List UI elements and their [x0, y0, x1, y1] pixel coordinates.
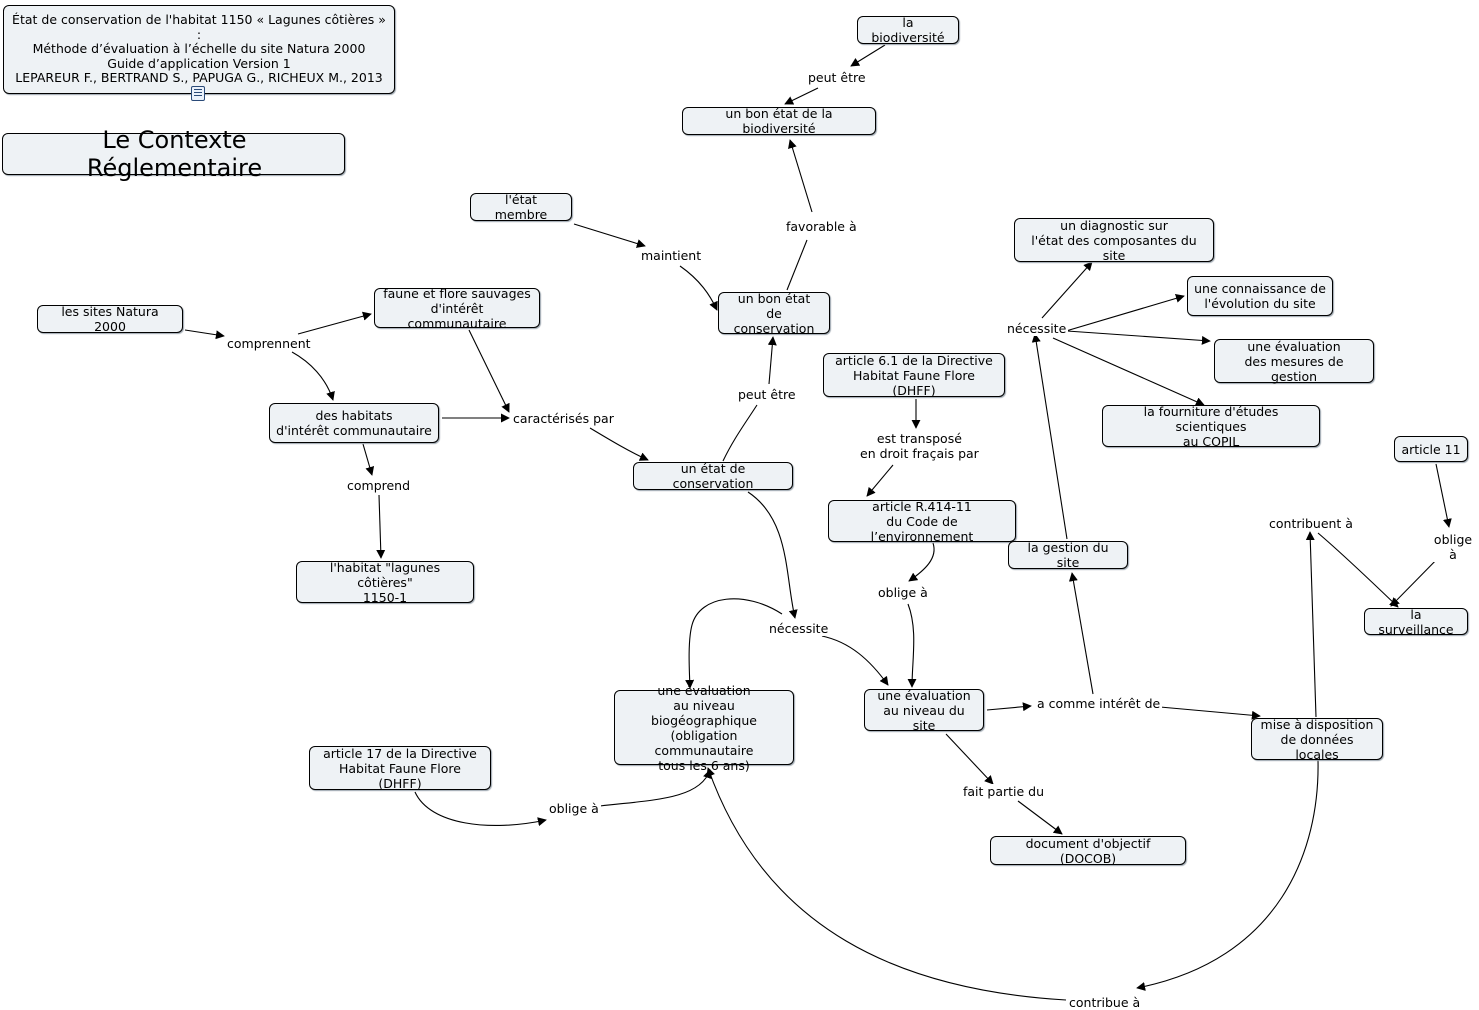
concept-article-r414-11[interactable]: article R.414-11 du Code de l’environnem… [828, 499, 1016, 544]
concept-article-17[interactable]: article 17 de la Directive Habitat Faune… [309, 746, 491, 791]
link-caracterises-par[interactable]: caractérisés par [511, 411, 616, 426]
link-oblige-a[interactable]: oblige à [547, 801, 601, 816]
concept-fourniture-etudes[interactable]: la fourniture d'études scientiques au CO… [1102, 404, 1320, 449]
concept-sites-natura-2000[interactable]: les sites Natura 2000 [37, 304, 183, 334]
concept-etat-membre[interactable]: l'état membre [470, 192, 572, 222]
link-fait-partie-du[interactable]: fait partie du [961, 784, 1047, 799]
concept-evaluation-mesures[interactable]: une évaluation des mesures de gestion [1214, 339, 1374, 384]
link-oblige-a[interactable]: oblige à [1427, 532, 1479, 562]
link-oblige-a[interactable]: oblige à [876, 585, 930, 600]
concept-connaissance[interactable]: une connaissance de l'évolution du site [1187, 276, 1333, 316]
link-est-transpose[interactable]: est transposé en droit fraçais par [858, 431, 981, 461]
concept-mise-a-disposition[interactable]: mise à disposition de données locales [1251, 717, 1383, 762]
concept-evaluation-site[interactable]: une évaluation au niveau du site [864, 688, 984, 733]
link-a-comme-interet-de[interactable]: a comme intérêt de [1035, 696, 1163, 711]
concept-evaluation-biogeographique[interactable]: une évaluation au niveau biogéographique… [614, 683, 794, 773]
link-comprend[interactable]: comprend [345, 478, 413, 493]
link-contribue-a[interactable]: contribue à [1067, 995, 1143, 1010]
link-peut-etre[interactable]: peut être [806, 70, 868, 85]
link-necessite[interactable]: nécessite [767, 621, 831, 636]
link-comprennent[interactable]: comprennent [225, 336, 313, 351]
concept-docob[interactable]: document d'objectif (DOCOB) [990, 836, 1186, 866]
concept-bon-etat-biodiversite[interactable]: un bon état de la biodiversité [682, 106, 876, 136]
concept-surveillance[interactable]: la surveillance [1364, 607, 1468, 637]
link-contribuent-a[interactable]: contribuent à [1267, 516, 1355, 531]
concept-biodiversite[interactable]: la biodiversité [857, 15, 959, 45]
link-necessite[interactable]: nécessite [1005, 321, 1069, 336]
concept-etat-conservation[interactable]: un état de conservation [633, 461, 793, 491]
concept-habitat-lagunes[interactable]: l'habitat "lagunes côtières" 1150-1 [296, 560, 474, 605]
concept-article-6-1[interactable]: article 6.1 de la Directive Habitat Faun… [823, 353, 1005, 398]
concept-habitats[interactable]: des habitats d'intérêt communautaire [269, 403, 439, 443]
concept-bon-etat-conservation[interactable]: un bon état de conservation [718, 291, 830, 336]
link-maintient[interactable]: maintient [639, 248, 704, 263]
page-title[interactable]: Le Contexte Réglementaire [2, 126, 345, 182]
concept-article-11[interactable]: article 11 [1394, 436, 1468, 462]
link-peut-etre[interactable]: peut être [736, 387, 798, 402]
concept-faune-flore[interactable]: faune et flore sauvages d'intérêt commun… [374, 286, 540, 331]
concept-diagnostic[interactable]: un diagnostic sur l'état des composantes… [1014, 218, 1214, 263]
link-favorable-a[interactable]: favorable à [784, 219, 859, 234]
reference-box[interactable]: État de conservation de l'habitat 1150 «… [3, 5, 395, 94]
document-icon[interactable] [191, 86, 205, 101]
concept-gestion-site[interactable]: la gestion du site [1008, 540, 1128, 570]
